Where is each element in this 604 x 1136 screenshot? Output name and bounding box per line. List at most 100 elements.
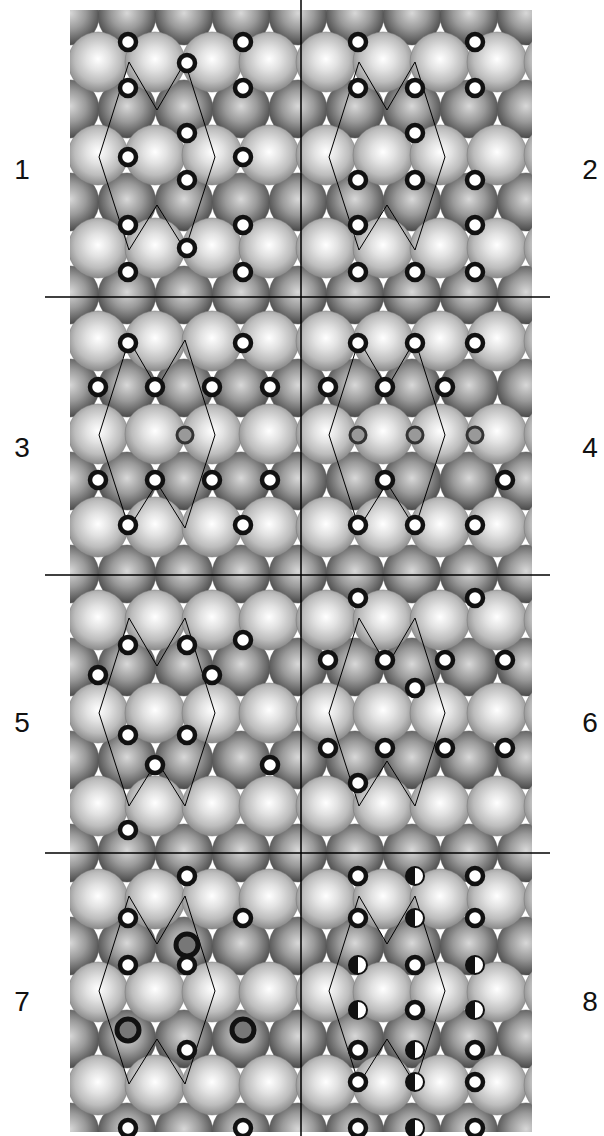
- adsorbate: [120, 1120, 136, 1136]
- half-fill: [406, 909, 415, 927]
- adsorbate: [235, 910, 251, 926]
- top-atom: [524, 32, 532, 92]
- adsorbate: [235, 34, 251, 50]
- top-atom: [296, 32, 356, 92]
- top-atom: [182, 776, 242, 836]
- top-atom: [239, 1055, 299, 1115]
- adsorbate: [350, 910, 366, 926]
- adsorbate: [407, 172, 423, 188]
- panel-dividers: [45, 0, 550, 1136]
- adsorbate: [179, 240, 195, 256]
- top-atom: [296, 776, 356, 836]
- adsorbate: [377, 740, 393, 756]
- top-atom: [524, 1055, 532, 1115]
- half-fill: [406, 1041, 415, 1059]
- adsorbate: [467, 910, 483, 926]
- grey-adsorbate: [350, 427, 366, 443]
- adsorbate: [350, 590, 366, 606]
- adsorbate: [350, 335, 366, 351]
- grey-adsorbate: [467, 427, 483, 443]
- half-fill: [349, 956, 358, 974]
- top-atom: [467, 776, 527, 836]
- adsorbate: [179, 1042, 195, 1058]
- adsorbate: [120, 517, 136, 533]
- adsorbate: [90, 667, 106, 683]
- half-fill: [406, 1073, 415, 1091]
- adsorbate: [350, 775, 366, 791]
- adsorbate: [467, 1074, 483, 1090]
- adsorbate: [407, 80, 423, 96]
- top-atom: [410, 776, 470, 836]
- adsorbate: [467, 590, 483, 606]
- adsorbate: [147, 472, 163, 488]
- unit-cell: [329, 340, 445, 528]
- panel-number: 5: [12, 708, 32, 738]
- adsorbate: [377, 652, 393, 668]
- adsorbate: [204, 379, 220, 395]
- adsorbate: [120, 149, 136, 165]
- half-adsorbate: [406, 867, 424, 885]
- grey-adsorbate: [407, 427, 423, 443]
- adsorbate: [179, 125, 195, 141]
- adsorbate: [179, 637, 195, 653]
- adsorbate: [407, 1002, 423, 1018]
- panel-number: 3: [12, 433, 32, 463]
- adsorbate: [437, 652, 453, 668]
- adsorbate: [235, 517, 251, 533]
- adsorbate: [350, 517, 366, 533]
- adsorbate: [377, 379, 393, 395]
- top-atom: [296, 869, 356, 929]
- adsorbate: [120, 910, 136, 926]
- adsorbate: [235, 335, 251, 351]
- adsorbate: [407, 125, 423, 141]
- adsorbate: [235, 264, 251, 280]
- top-atom: [239, 683, 299, 743]
- unit-cell: [99, 618, 215, 806]
- adsorbate: [467, 80, 483, 96]
- top-atom: [524, 683, 532, 743]
- grey-adsorbate: [177, 427, 193, 443]
- unit-cell: [99, 62, 215, 250]
- half-fill: [406, 1119, 415, 1136]
- panel-number: 8: [580, 987, 600, 1017]
- adsorbate: [437, 740, 453, 756]
- half-fill: [466, 956, 475, 974]
- top-atom: [524, 218, 532, 278]
- half-adsorbate: [406, 909, 424, 927]
- adsorbate: [235, 217, 251, 233]
- top-atom: [524, 776, 532, 836]
- top-atom: [239, 404, 299, 464]
- adsorbate: [350, 264, 366, 280]
- top-atom: [296, 1055, 356, 1115]
- unit-cell: [329, 618, 445, 806]
- adsorbate: [350, 80, 366, 96]
- adsorbate: [120, 957, 136, 973]
- half-adsorbate: [349, 1001, 367, 1019]
- half-fill: [349, 1001, 358, 1019]
- adsorbate: [437, 379, 453, 395]
- adsorbate: [320, 652, 336, 668]
- adsorbate: [497, 652, 513, 668]
- top-atom: [524, 125, 532, 185]
- half-fill: [466, 1001, 475, 1019]
- adsorbate: [320, 740, 336, 756]
- top-atom: [410, 590, 470, 650]
- large-adsorbate: [232, 1019, 254, 1041]
- top-atom: [296, 125, 356, 185]
- adsorbate: [350, 217, 366, 233]
- adsorbate: [120, 80, 136, 96]
- half-adsorbate: [406, 1041, 424, 1059]
- adsorbate: [467, 264, 483, 280]
- top-atom: [467, 404, 527, 464]
- adsorbate: [235, 80, 251, 96]
- top-atom: [467, 869, 527, 929]
- adsorbate: [377, 472, 393, 488]
- adsorbate: [120, 335, 136, 351]
- adsorbate: [467, 217, 483, 233]
- adsorbate: [179, 172, 195, 188]
- top-atom: [467, 311, 527, 371]
- adsorbate: [467, 1120, 483, 1136]
- unit-cell: [99, 340, 215, 528]
- top-atom: [296, 590, 356, 650]
- adsorbate: [179, 727, 195, 743]
